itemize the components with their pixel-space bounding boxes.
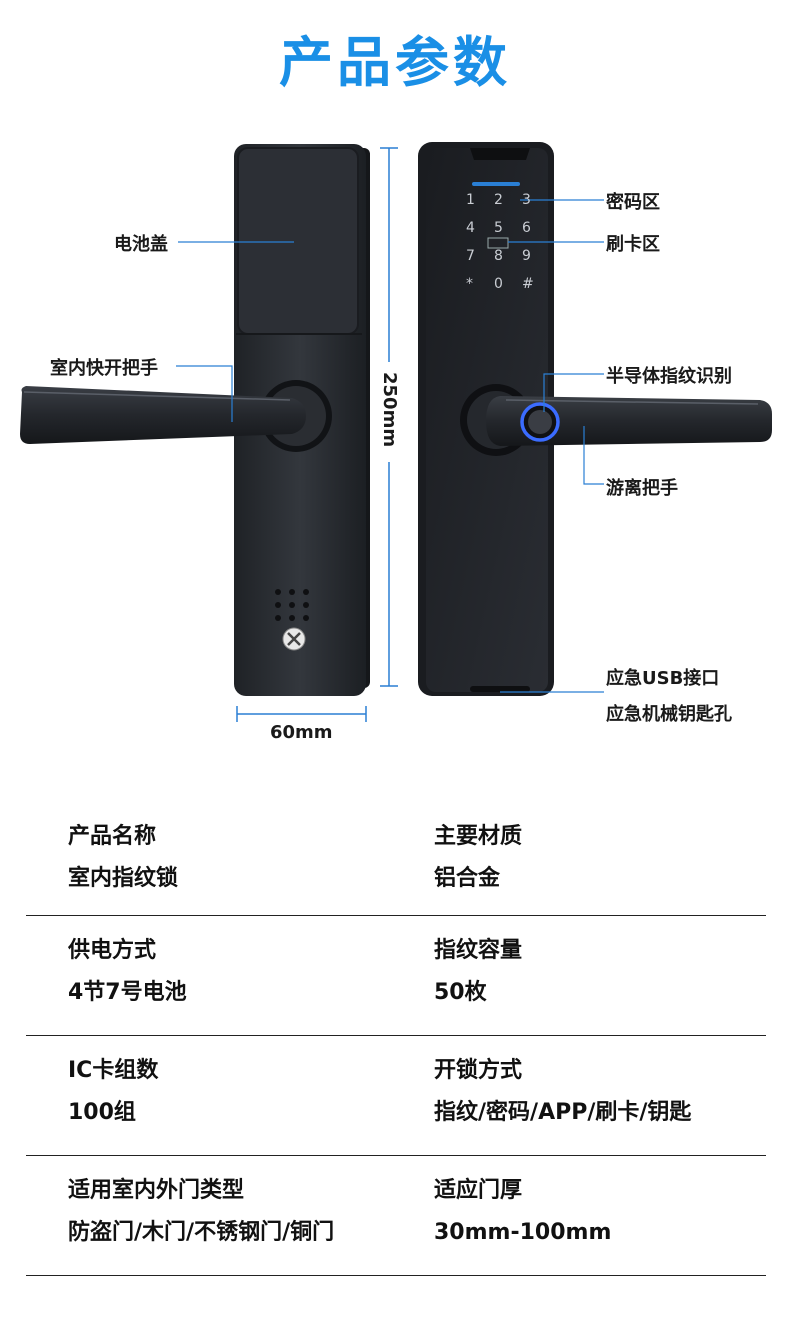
spec-value: 30mm-100mm — [434, 1220, 612, 1245]
page-title: 产品参数 — [279, 31, 511, 94]
spec-label: 产品名称 — [68, 824, 157, 849]
spec-label: IC卡组数 — [68, 1058, 159, 1083]
spec-row: 产品名称 室内指纹锁 主要材质 铝合金 — [26, 800, 766, 916]
height-dimension — [380, 147, 400, 687]
keypad-key[interactable]: 6 — [522, 220, 531, 236]
spec-label: 开锁方式 — [434, 1058, 523, 1083]
spec-label: 指纹容量 — [434, 938, 523, 963]
keypad-key[interactable]: 4 — [466, 220, 475, 236]
spec-cell: 开锁方式 指纹/密码/APP/刷卡/钥匙 — [434, 1036, 691, 1124]
spec-value: 50枚 — [434, 980, 487, 1005]
spec-cell: 适应门厚 30mm-100mm — [434, 1156, 611, 1244]
callout-indoor-handle: 室内快开把手 — [50, 358, 158, 379]
spec-cell: 指纹容量 50枚 — [434, 916, 522, 1004]
spec-label: 适用室内外门类型 — [68, 1178, 245, 1203]
leader-lines — [176, 199, 604, 693]
spec-cell: 产品名称 室内指纹锁 — [68, 800, 178, 890]
keypad-key[interactable]: 8 — [494, 248, 503, 264]
spec-label: 适应门厚 — [434, 1178, 523, 1203]
keypad-key[interactable]: 7 — [466, 248, 475, 264]
callout-card-area: 刷卡区 — [606, 234, 660, 255]
height-dimension-label: 250mm — [379, 372, 400, 448]
spec-row: 适用室内外门类型 防盗门/木门/不锈钢门/铜门 适应门厚 30mm-100mm — [26, 1156, 766, 1276]
callout-password-area: 密码区 — [606, 192, 660, 213]
spec-label: 供电方式 — [68, 938, 157, 963]
callout-usb: 应急USB接口 — [606, 668, 720, 689]
outdoor-lock — [418, 142, 772, 696]
spec-cell: IC卡组数 100组 — [68, 1036, 158, 1124]
spec-table: 产品名称 室内指纹锁 主要材质 铝合金 供电方式 4节7号电池 指纹容量 50枚… — [26, 800, 766, 1276]
keypad-key[interactable]: 2 — [494, 192, 503, 208]
spec-cell: 主要材质 铝合金 — [434, 800, 522, 890]
spec-value: 100组 — [68, 1100, 136, 1125]
spec-label: 主要材质 — [434, 824, 523, 849]
spec-value: 指纹/密码/APP/刷卡/钥匙 — [434, 1100, 692, 1125]
keypad-key[interactable]: 0 — [494, 276, 503, 292]
width-dimension-label: 60mm — [270, 722, 333, 743]
lock-illustration — [20, 142, 772, 722]
keypad-key[interactable]: 5 — [494, 220, 503, 236]
keypad-key[interactable]: # — [522, 276, 534, 292]
keypad-key[interactable]: * — [466, 276, 473, 292]
callout-fingerprint: 半导体指纹识别 — [606, 366, 732, 387]
spec-value: 室内指纹锁 — [68, 866, 179, 891]
indoor-lock — [20, 144, 370, 696]
product-diagram: 1 2 3 4 5 6 7 8 9 * 0 # 250mm 60mm 电池盖 室… — [0, 130, 790, 770]
width-dimension — [236, 706, 367, 722]
spec-cell: 适用室内外门类型 防盗门/木门/不锈钢门/铜门 — [68, 1156, 334, 1244]
spec-cell: 供电方式 4节7号电池 — [68, 916, 187, 1004]
callout-battery-cover: 电池盖 — [114, 234, 168, 255]
spec-value: 铝合金 — [434, 866, 501, 891]
spec-row: 供电方式 4节7号电池 指纹容量 50枚 — [26, 916, 766, 1036]
keypad-key[interactable]: 1 — [466, 192, 475, 208]
spec-row: IC卡组数 100组 开锁方式 指纹/密码/APP/刷卡/钥匙 — [26, 1036, 766, 1156]
callout-key-hole: 应急机械钥匙孔 — [606, 704, 732, 725]
callout-free-handle: 游离把手 — [606, 478, 678, 499]
keypad-key[interactable]: 9 — [522, 248, 531, 264]
spec-value: 4节7号电池 — [68, 980, 187, 1005]
spec-value: 防盗门/木门/不锈钢门/铜门 — [68, 1220, 335, 1245]
keypad-key[interactable]: 3 — [522, 192, 531, 208]
